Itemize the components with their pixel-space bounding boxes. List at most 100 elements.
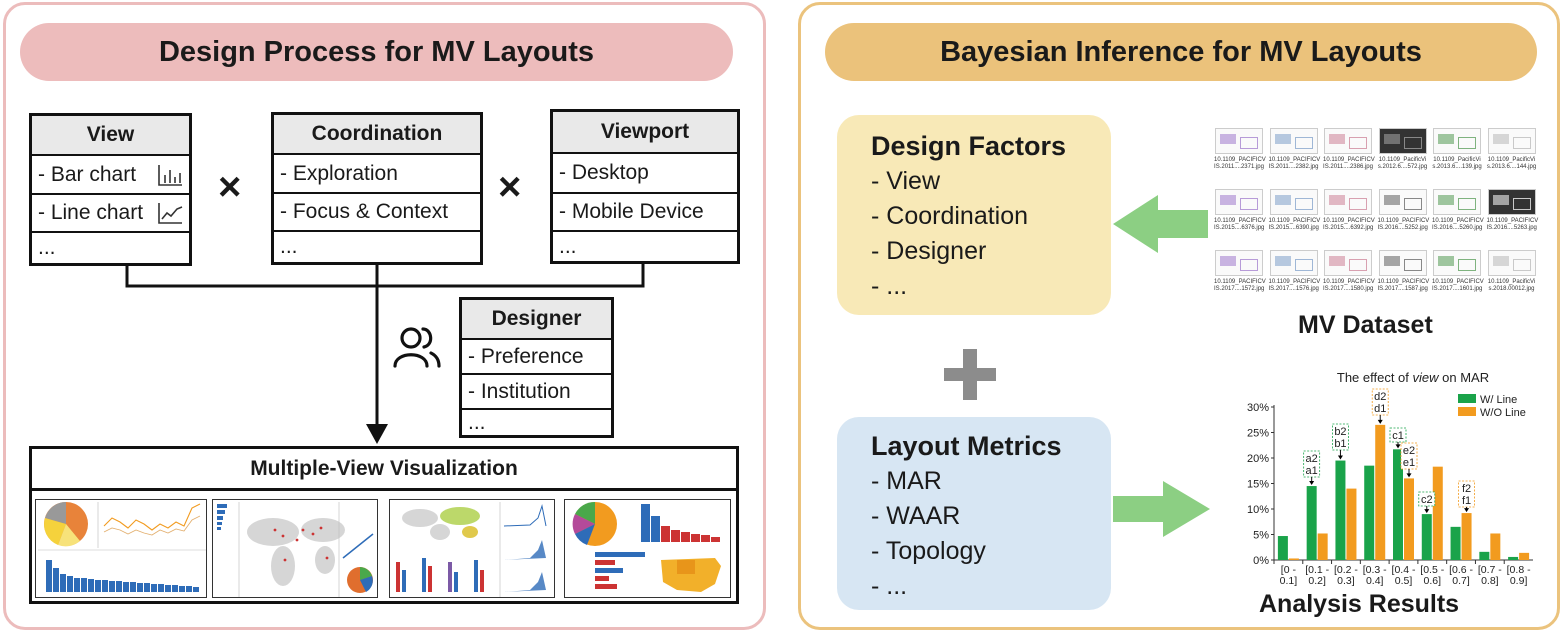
dataset-filename: 10.1109_PACIFICV	[1268, 279, 1321, 285]
coordination-box: Coordination - Exploration - Focus & Con…	[271, 112, 483, 265]
dataset-thumbnail-image	[1269, 250, 1318, 276]
dataset-filename: IS.2015....6390.jpg	[1268, 225, 1319, 231]
x-tick-label: [0.8 -	[1507, 564, 1531, 576]
bar-w-o-line	[1461, 513, 1472, 560]
designer-item: - Preference	[462, 340, 611, 375]
x-tick-label: [0 -	[1281, 564, 1297, 576]
mv-dataset-caption: MV Dataset	[1298, 311, 1433, 339]
coordination-item: - Focus & Context	[274, 194, 480, 232]
dataset-filename: 10.1109_PACIFICV	[1214, 157, 1266, 163]
x-tick-label: 0.7]	[1452, 575, 1470, 587]
annotation-arrowhead	[1395, 444, 1401, 449]
x-tick-label: [0.6 -	[1449, 564, 1473, 576]
design-factor-item: - View	[871, 167, 941, 195]
annotation-label: f1	[1462, 495, 1471, 507]
multiply-symbol: ×	[498, 165, 522, 209]
dataset-thumbnail-image	[1215, 128, 1263, 154]
annotation-arrowhead	[1337, 455, 1343, 460]
x-tick-label: [0.7 -	[1478, 564, 1502, 576]
dataset-thumbnail-image	[1269, 128, 1318, 154]
dataset-thumbnail-image	[1433, 189, 1481, 215]
annotation-label: d2	[1374, 391, 1386, 403]
annotation-label: a2	[1306, 453, 1318, 465]
dataset-filename: IS.2017....1580.jpg	[1323, 286, 1374, 292]
layout-metric-item: - WAAR	[871, 502, 961, 530]
view-item-more: ...	[38, 236, 56, 259]
dataset-thumbnail-image	[1378, 250, 1427, 276]
y-tick-label: 5%	[1253, 530, 1269, 542]
design-factor-item: - Coordination	[871, 202, 1029, 230]
dataset-filename: IS.2015....6392.jpg	[1323, 225, 1374, 231]
dataset-filename: IS.2016....5263.jpg	[1486, 225, 1537, 231]
view-item-line-chart: - Line chart	[32, 195, 189, 233]
bar-w-o-line	[1317, 533, 1328, 560]
annotation-label: e1	[1403, 457, 1415, 469]
bar-w-o-line	[1432, 466, 1443, 560]
layout-metric-item: - Topology	[871, 537, 986, 565]
x-tick-label: 0.2]	[1308, 575, 1326, 587]
x-tick-label: 0.5]	[1395, 575, 1413, 587]
annotation-label: b1	[1334, 438, 1346, 450]
bar-w-line	[1393, 449, 1403, 560]
design-process-title: Design Process for MV Layouts	[20, 23, 733, 81]
dataset-filename: 10.1109_PACIFICV	[1268, 157, 1321, 163]
layout-metric-item: - ...	[871, 572, 908, 600]
bar-w-o-line	[1346, 488, 1357, 560]
dataset-thumbnail-image	[1487, 189, 1536, 215]
mv-thumbnail-3	[389, 499, 555, 598]
design-factors-box: Design Factors - View - Coordination - D…	[837, 115, 1111, 315]
legend-label: W/ Line	[1480, 394, 1517, 406]
dataset-filename: IS.2011....2386.jpg	[1323, 164, 1373, 170]
dataset-filename: IS.2017....1601.jpg	[1432, 286, 1483, 292]
dataset-filename: s.2013.6....139.jpg	[1432, 164, 1482, 170]
annotation-label: b2	[1334, 426, 1346, 438]
mv-thumbnail-2	[212, 499, 378, 598]
dataset-filename: IS.2016....5260.jpg	[1432, 225, 1483, 231]
layout-metric-item: - MAR	[871, 467, 942, 495]
dataset-thumbnail-image	[1324, 189, 1372, 215]
x-tick-label: 0.4]	[1366, 575, 1384, 587]
multiple-view-box: Multiple-View Visualization	[29, 446, 739, 604]
layout-metrics-box: Layout Metrics - MAR - WAAR - Topology -…	[837, 417, 1111, 610]
bar-w-o-line	[1288, 558, 1299, 560]
x-tick-label: [0.2 -	[1334, 564, 1358, 576]
dataset-filename: 10.1109_PACIFICV	[1323, 218, 1375, 224]
bar-w-o-line	[1404, 478, 1414, 560]
dataset-filename: 10.1109_PACIFICV	[1268, 218, 1321, 224]
y-tick-label: 30%	[1247, 402, 1269, 414]
legend-swatch	[1458, 407, 1476, 416]
designer-item: - Institution	[462, 375, 611, 410]
y-tick-label: 10%	[1247, 504, 1269, 516]
view-box: View - Bar chart - Line chart ...	[29, 113, 192, 266]
dataset-thumbnail-image	[1215, 189, 1263, 215]
designer-item: ...	[468, 410, 486, 434]
design-factor-item: - ...	[871, 272, 908, 300]
dataset-filename: 10.1109_PACIFICV	[1377, 218, 1430, 224]
x-tick-label: [0.3 -	[1363, 564, 1387, 576]
coordination-item: ...	[280, 235, 298, 258]
bar-w-line	[1306, 486, 1317, 560]
annotation-arrowhead	[1424, 509, 1430, 514]
dataset-filename: 10.1109_PACIFICV	[1214, 218, 1266, 224]
dataset-filename: 10.1109_PACIFICV	[1323, 279, 1375, 285]
multiply-symbol: ×	[218, 165, 242, 209]
dataset-thumbnail-image	[1433, 128, 1481, 154]
y-tick-label: 25%	[1247, 428, 1269, 440]
dataset-thumbnail-image	[1433, 250, 1481, 276]
dataset-filename: s.2018.00012.jpg	[1488, 286, 1535, 292]
annotation-label: c2	[1421, 494, 1433, 506]
y-tick-label: 20%	[1247, 453, 1269, 465]
x-tick-label: 0.1]	[1280, 575, 1298, 587]
coordination-box-title: Coordination	[274, 115, 480, 155]
dataset-thumbnail-image	[1215, 250, 1263, 276]
